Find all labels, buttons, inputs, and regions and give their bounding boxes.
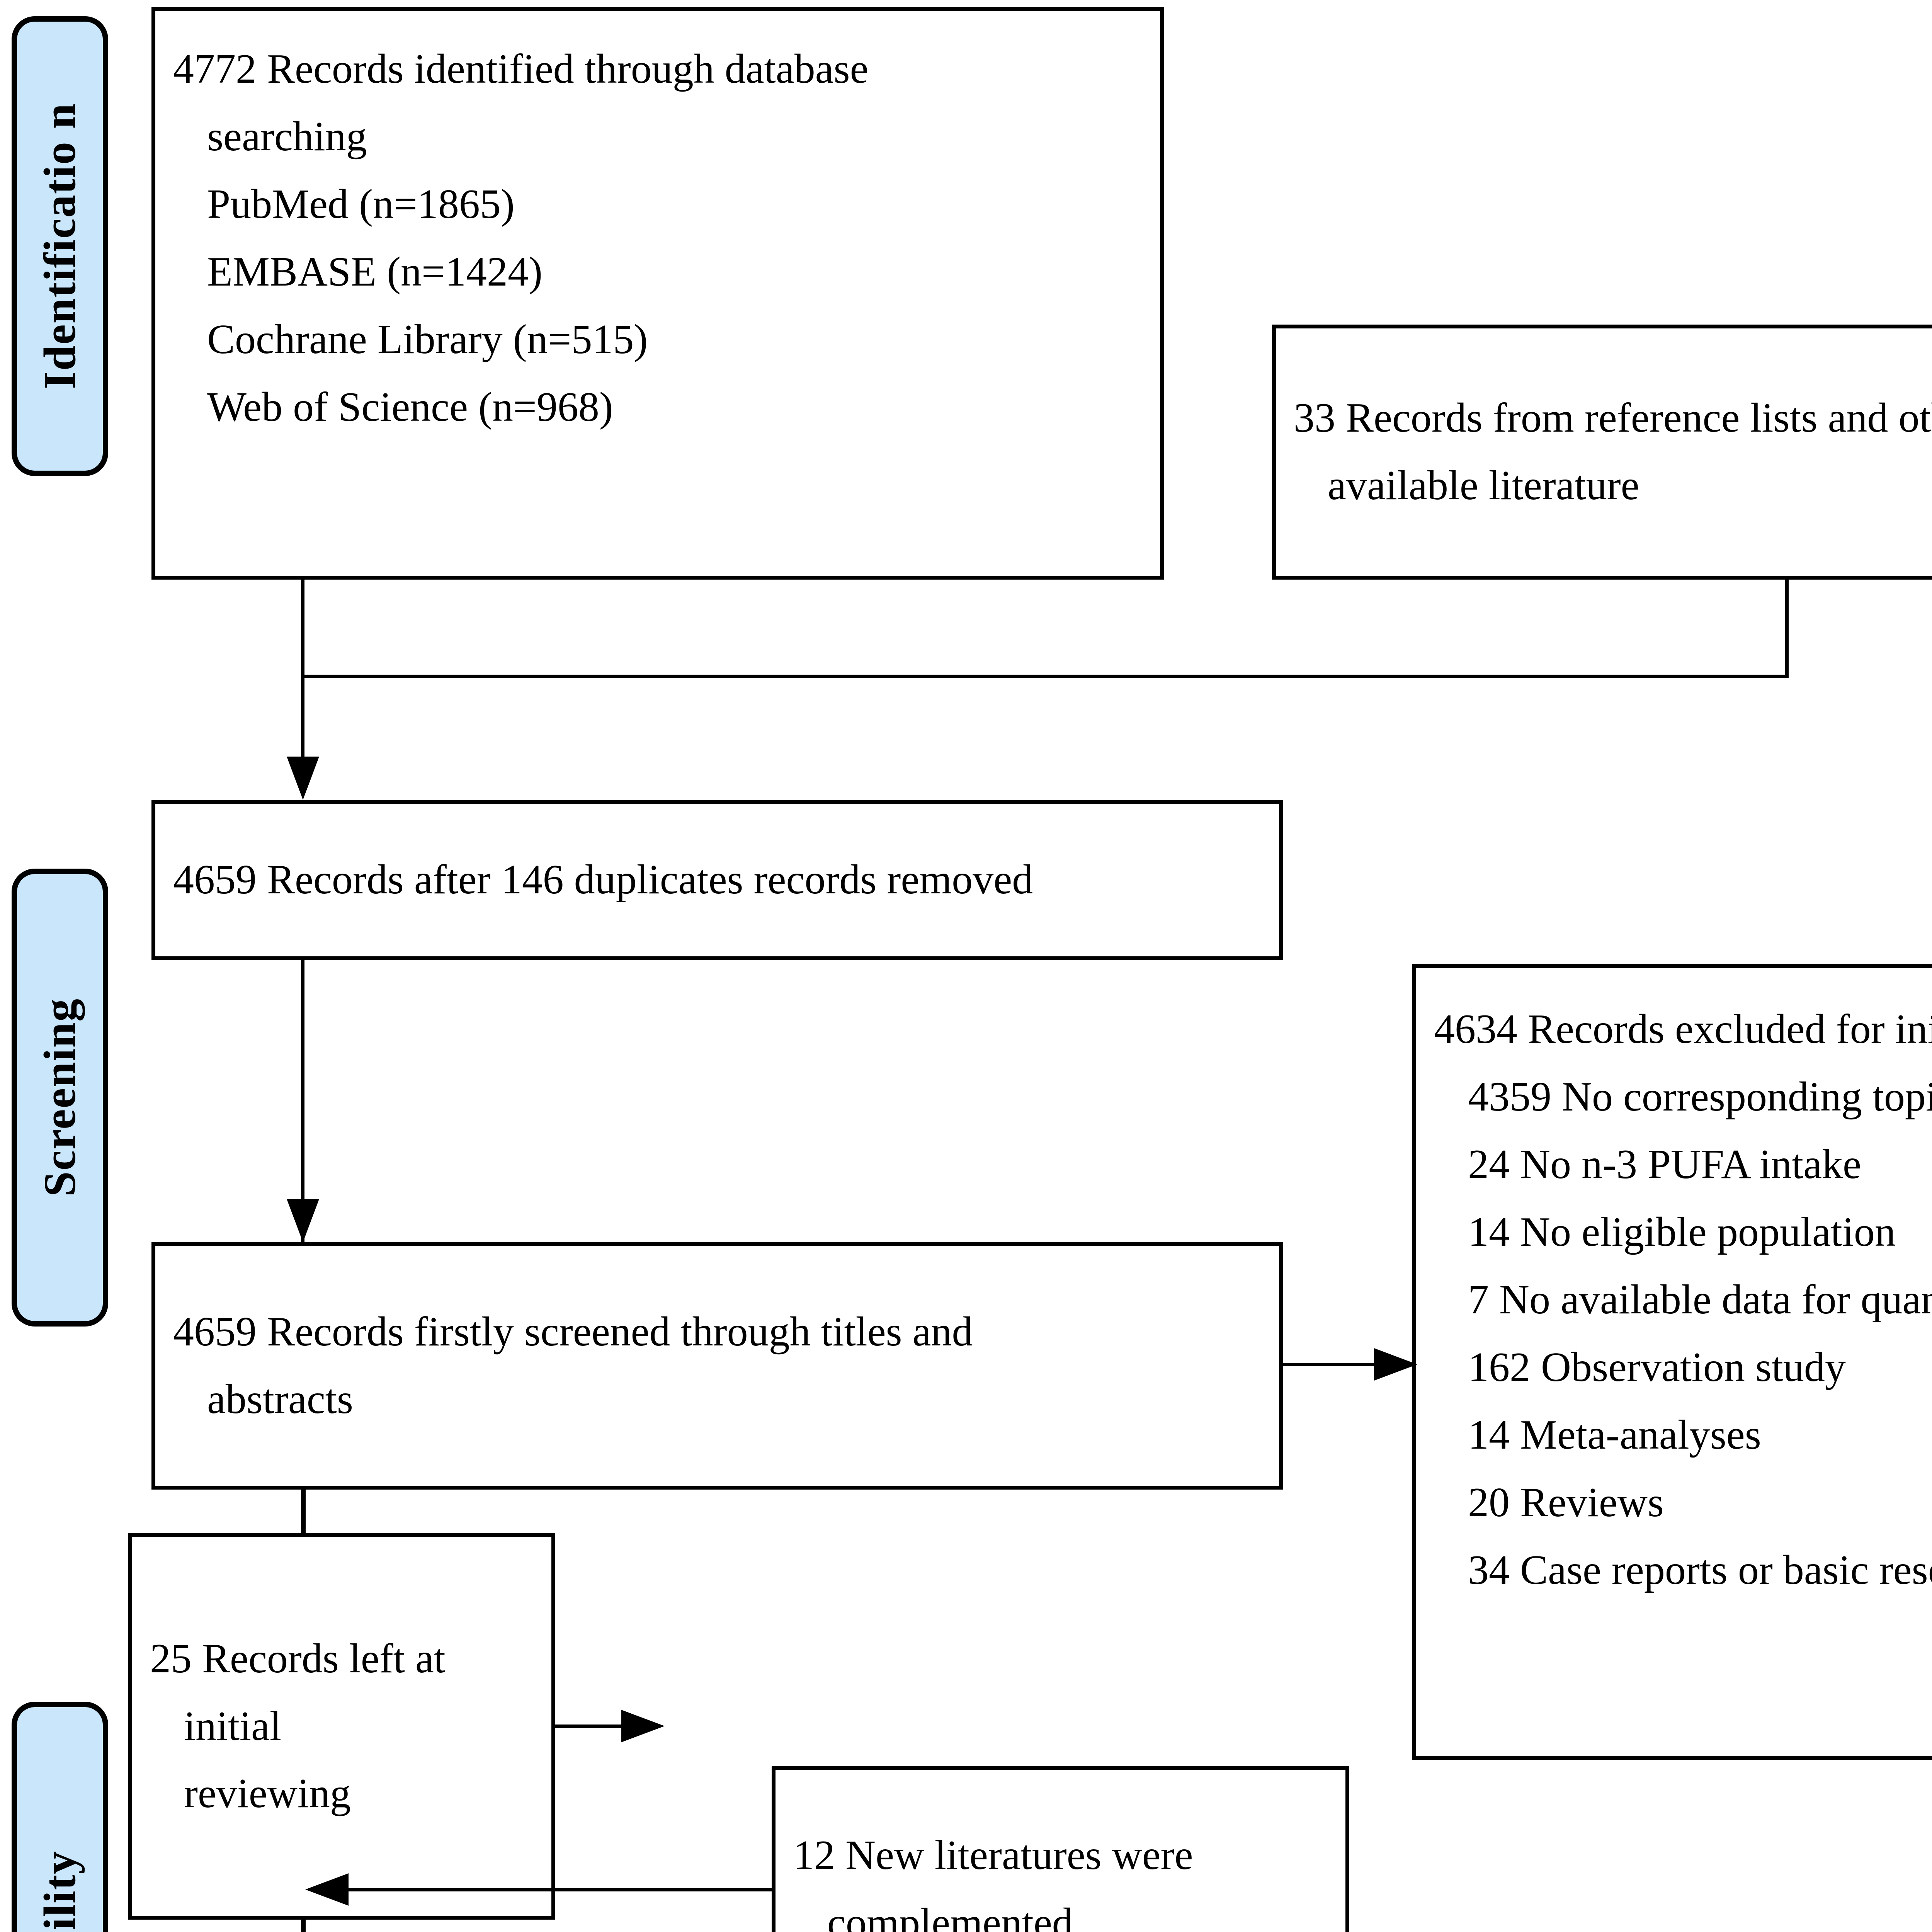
box-initial-exclusions-item-2: 14 No eligible population: [1468, 1209, 1896, 1255]
connector-screen-to-exclusions: [1283, 1363, 1379, 1366]
arrow-into-initial-exclusions: [1374, 1348, 1417, 1381]
arrow-into-duplicates-box: [287, 757, 319, 800]
box-initial-exclusions-item-4: 162 Observation study: [1468, 1344, 1846, 1390]
stage-label-identification: Identificatio n: [12, 16, 108, 476]
box-initial-exclusions-item-0: 4359 No corresponding topic: [1468, 1073, 1932, 1120]
box-new-literatures-line-1: complemented: [827, 1900, 1073, 1932]
box-new-literatures: 12 New literatures were complemented: [772, 1766, 1349, 1932]
connector-merge-down: [301, 675, 304, 779]
box-initial-exclusions-item-6: 20 Reviews: [1468, 1479, 1664, 1526]
box-title-abstract-screen-line-0: 4659 Records firstly screened through ti…: [173, 1309, 973, 1355]
box-records-left-line-0: 25 Records left at: [150, 1635, 446, 1682]
box-database-search-line-0: 4772 Records identified through database: [173, 46, 869, 92]
connector-other-sources-down: [1785, 580, 1789, 676]
box-database-search-line-5: Web of Science (n=968): [207, 384, 613, 430]
box-duplicates-removed-line-0: 4659 Records after 146 duplicates record…: [173, 857, 1033, 903]
box-other-sources: 33 Records from reference lists and othe…: [1272, 325, 1932, 580]
box-database-search-line-3: EMBASE (n=1424): [207, 248, 543, 295]
arrow-records-left-into-spine: [621, 1710, 665, 1742]
stage-label-eligibility: Eligibility: [12, 1702, 108, 1932]
box-database-search-line-1: searching: [207, 113, 367, 160]
box-records-left: 25 Records left at initial reviewing: [128, 1533, 555, 1920]
box-initial-exclusions-item-1: 24 No n-3 PUFA intake: [1468, 1141, 1861, 1187]
box-initial-exclusions-item-5: 14 Meta-analyses: [1468, 1412, 1761, 1458]
box-initial-exclusions-item-3: 7 No available data for quantitative ana…: [1468, 1276, 1932, 1323]
stage-label-eligibility-text: Eligibility: [34, 1850, 85, 1932]
connector-records-left-to-spine: [555, 1725, 627, 1728]
connector-merge-bar: [301, 675, 1789, 678]
box-title-abstract-screen: 4659 Records firstly screened through ti…: [151, 1242, 1283, 1490]
box-new-literatures-line-0: 12 New literatures were: [793, 1832, 1193, 1879]
connector-new-literatures-to-spine: [348, 1888, 773, 1891]
box-database-search-line-4: Cochrane Library (n=515): [207, 316, 648, 362]
connector-db-search-down: [301, 580, 304, 676]
arrow-new-literatures-into-spine: [305, 1873, 349, 1906]
box-initial-exclusions-header: 4634 Records excluded for initial screen…: [1434, 1006, 1932, 1052]
box-duplicates-removed: 4659 Records after 146 duplicates record…: [151, 800, 1283, 960]
box-records-left-line-2: reviewing: [184, 1770, 351, 1817]
box-database-search-line-2: PubMed (n=1865): [207, 181, 515, 227]
box-other-sources-line-0: 33 Records from reference lists and othe…: [1294, 395, 1932, 441]
connector-duplicates-down: [301, 960, 304, 1242]
stage-label-screening-text: Screening: [34, 998, 85, 1197]
arrow-into-title-abstract-box: [287, 1199, 319, 1242]
stage-label-screening: Screening: [12, 869, 108, 1327]
box-records-left-line-1: initial: [184, 1703, 281, 1749]
box-initial-exclusions: 4634 Records excluded for initial screen…: [1412, 964, 1932, 1760]
box-initial-exclusions-item-7: 34 Case reports or basic researches: [1468, 1547, 1932, 1593]
box-database-search: 4772 Records identified through database…: [151, 7, 1164, 580]
stage-label-identification-text: Identificatio n: [34, 103, 85, 389]
box-title-abstract-screen-line-1: abstracts: [207, 1376, 353, 1422]
box-other-sources-line-1: available literature: [1328, 463, 1639, 509]
